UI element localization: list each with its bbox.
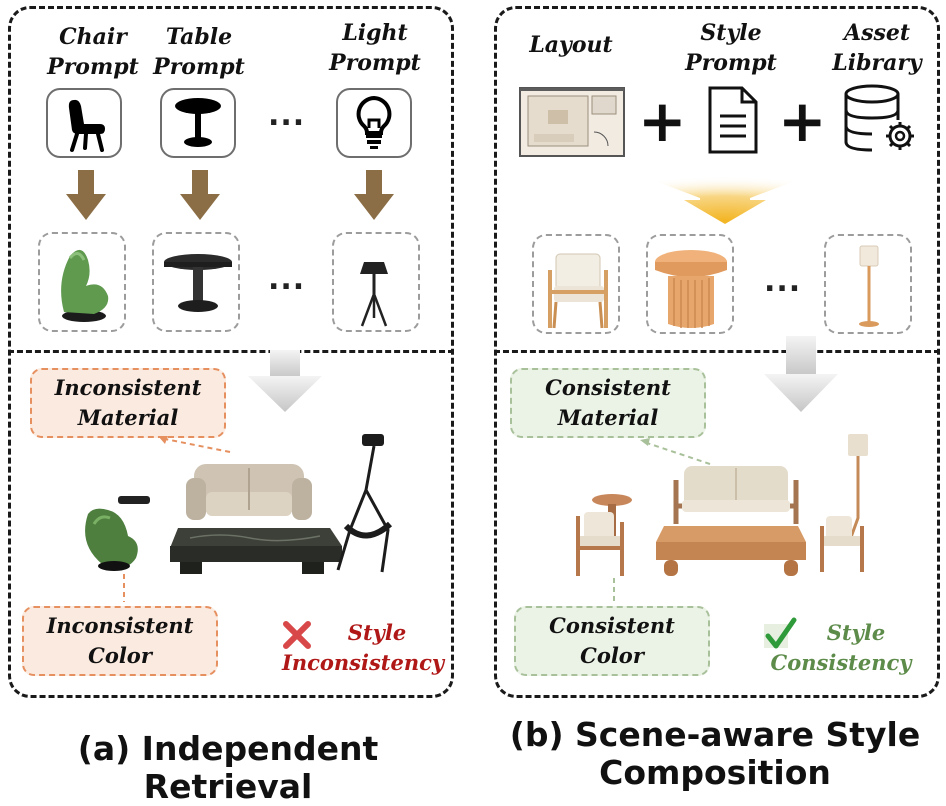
beige-sofa bbox=[186, 464, 312, 520]
black-lamp-sling-chair bbox=[336, 434, 393, 573]
plus-sign-2: + bbox=[778, 87, 827, 155]
style-prompt-label: Style Prompt bbox=[685, 20, 777, 76]
yellow-funnel-arrow bbox=[600, 160, 850, 224]
retrieved-lamp-box bbox=[332, 232, 420, 332]
right-gray-down-arrow bbox=[764, 336, 838, 412]
chair-prompt-box bbox=[46, 88, 122, 158]
left-gray-down-arrow bbox=[248, 350, 322, 412]
left-scene bbox=[85, 434, 393, 602]
composed-table-box bbox=[646, 234, 734, 334]
black-floor-lamp bbox=[360, 262, 388, 327]
wooden-floor-lamp bbox=[859, 245, 879, 327]
light-down-arrow bbox=[354, 170, 394, 220]
consistent-material-pointer bbox=[643, 441, 711, 465]
lightbulb-icon bbox=[356, 95, 392, 149]
chair-prompt-label: Chair Prompt bbox=[47, 24, 139, 80]
consistent-material-label: Consistent Material bbox=[545, 375, 671, 430]
wood-coffee-table bbox=[656, 526, 806, 576]
items-ellipsis: ... bbox=[268, 262, 306, 297]
fluted-wood-table bbox=[655, 250, 727, 328]
layout-label: Layout bbox=[529, 32, 613, 58]
composed-items-ellipsis: ... bbox=[764, 264, 802, 299]
consistent-color-label: Consistent Color bbox=[549, 613, 675, 668]
wooden-armchair bbox=[548, 253, 608, 329]
consistent-color-note: Consistent Color bbox=[514, 606, 710, 676]
style-inconsistency-label: Style Inconsistency bbox=[282, 620, 445, 675]
retrieved-table-box bbox=[152, 232, 240, 332]
light-prompt-label: Light Prompt bbox=[329, 20, 421, 76]
floorplan-image bbox=[519, 87, 625, 157]
composed-chair-box bbox=[532, 234, 620, 334]
green-swivel-chair bbox=[85, 496, 150, 571]
left-panel-divider bbox=[8, 350, 454, 353]
caption-independent-retrieval: (a) Independent Retrieval bbox=[77, 729, 379, 806]
consistent-material-note: Consistent Material bbox=[510, 368, 706, 438]
caption-scene-aware-style-composition: (b) Scene-aware Style Composition bbox=[509, 715, 921, 792]
dark-coffee-table bbox=[170, 528, 342, 574]
right-scene bbox=[576, 434, 868, 604]
inconsistent-material-label: Inconsistent Material bbox=[54, 375, 202, 430]
checkmark-icon bbox=[764, 617, 797, 649]
inconsistent-color-label: Inconsistent Color bbox=[46, 613, 194, 668]
wood-frame-sofa bbox=[673, 466, 799, 524]
document-icon bbox=[708, 86, 758, 154]
material-pointer bbox=[159, 437, 231, 453]
wood-lamp-with-armchair bbox=[820, 434, 868, 572]
table-down-arrow bbox=[180, 170, 220, 220]
round-black-table bbox=[164, 254, 232, 312]
green-lounge-chair bbox=[61, 249, 109, 322]
retrieved-chair-box bbox=[38, 232, 126, 332]
table-prompt-box bbox=[160, 88, 236, 158]
asset-library-label: Asset Library bbox=[832, 20, 922, 76]
wood-armchair-with-side-table bbox=[576, 494, 632, 576]
plus-sign-1: + bbox=[638, 87, 687, 155]
table-prompt-label: Table Prompt bbox=[153, 24, 245, 80]
style-consistency-label: Style Consistency bbox=[770, 620, 912, 675]
light-prompt-box bbox=[336, 88, 412, 158]
composed-lamp-box bbox=[824, 234, 912, 334]
table-icon bbox=[175, 98, 221, 147]
database-gear-icon bbox=[844, 84, 914, 152]
inconsistent-color-note: Inconsistent Color bbox=[22, 606, 218, 676]
prompt-ellipsis: ... bbox=[268, 98, 306, 133]
inconsistent-material-note: Inconsistent Material bbox=[30, 368, 226, 438]
right-panel-divider bbox=[494, 350, 940, 353]
chair-down-arrow bbox=[66, 170, 106, 220]
chair-icon bbox=[68, 99, 105, 152]
cross-icon bbox=[283, 621, 311, 649]
